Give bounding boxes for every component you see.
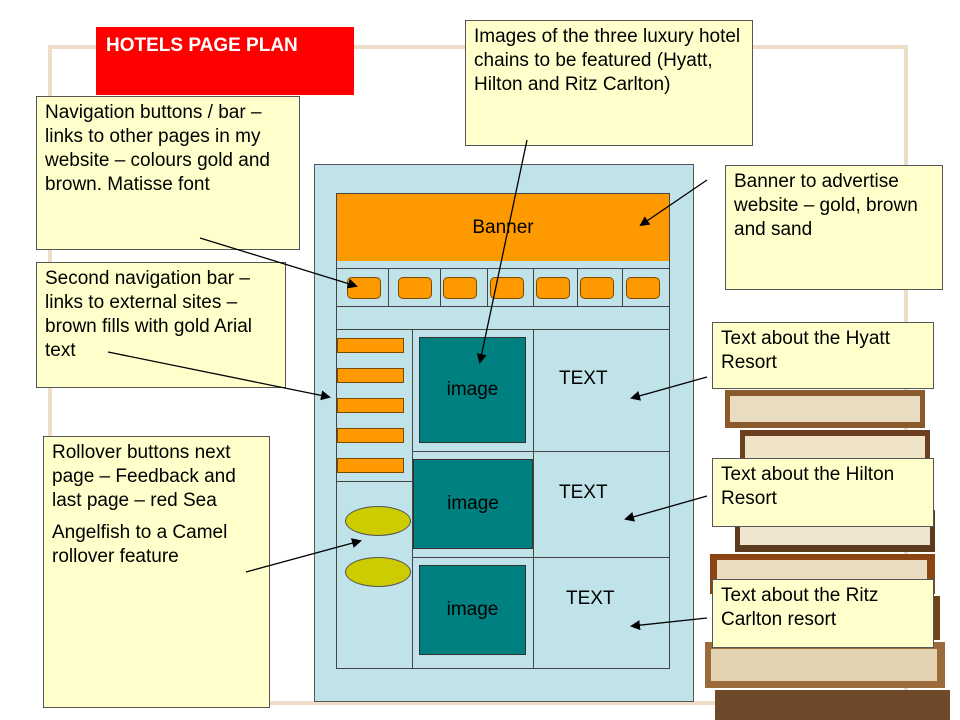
nav-button[interactable] <box>398 277 432 299</box>
image-label: image <box>446 599 499 620</box>
note-rollover-text-2: Angelfish to a Camel rollover feature <box>52 522 228 567</box>
hotel-image-hyatt: image <box>419 337 526 443</box>
nav-divider <box>487 268 488 306</box>
note-banner-text: Banner to advertise website – gold, brow… <box>734 171 918 240</box>
note-navigation-text: Navigation buttons / bar – links to othe… <box>45 102 270 195</box>
note-ritz: Text about the Ritz Carlton resort <box>712 579 934 648</box>
banner-label: Banner <box>472 216 534 238</box>
note-images: Images of the three luxury hotel chains … <box>465 20 753 146</box>
arrow-rollover <box>245 538 362 573</box>
rollover-button[interactable] <box>345 506 411 536</box>
side-nav-button[interactable] <box>337 428 404 443</box>
note-hilton-text: Text about the Hilton Resort <box>721 464 895 509</box>
arrow-second-navigation <box>107 351 331 401</box>
nav-divider <box>533 268 534 306</box>
image-label: image <box>447 493 499 514</box>
note-second-navigation: Second navigation bar – links to externa… <box>36 262 286 388</box>
row-divider <box>412 451 669 452</box>
nav-button[interactable] <box>580 277 614 299</box>
side-nav-button[interactable] <box>337 398 404 413</box>
nav-divider <box>388 268 389 306</box>
note-hyatt: Text about the Hyatt Resort <box>712 322 934 389</box>
note-rollover-text-1: Rollover buttons next page – Feedback an… <box>52 442 236 511</box>
row-divider <box>412 557 669 558</box>
note-second-navigation-text: Second navigation bar – links to externa… <box>45 268 252 361</box>
note-images-text: Images of the three luxury hotel chains … <box>474 26 741 95</box>
hotel-image-ritz: image <box>419 565 526 655</box>
rollover-button[interactable] <box>345 557 411 587</box>
side-nav-button[interactable] <box>337 458 404 473</box>
note-banner: Banner to advertise website – gold, brow… <box>725 165 943 290</box>
hotel-image-hilton: image <box>413 459 533 549</box>
arrow-hilton <box>624 495 708 522</box>
banner-block: Banner <box>337 194 669 261</box>
nav-bar-bottom-line <box>337 306 669 307</box>
arrow-ritz <box>630 617 708 631</box>
arrow-navigation <box>199 237 358 289</box>
nav-button[interactable] <box>536 277 570 299</box>
sidebar-divider <box>412 329 413 669</box>
text-block-hyatt: TEXT <box>559 368 608 389</box>
note-navigation: Navigation buttons / bar – links to othe… <box>36 96 300 250</box>
sidebar-section-line <box>337 481 412 482</box>
note-ritz-text: Text about the Ritz Carlton resort <box>721 585 879 630</box>
page-frame <box>336 193 670 669</box>
nav-divider <box>440 268 441 306</box>
side-nav-button[interactable] <box>337 368 404 383</box>
image-column-divider <box>533 329 534 669</box>
arrow-banner <box>639 179 708 227</box>
nav-button[interactable] <box>626 277 660 299</box>
note-hyatt-text: Text about the Hyatt Resort <box>721 328 890 373</box>
image-label: image <box>446 379 499 400</box>
nav-divider <box>622 268 623 306</box>
arrow-images <box>476 139 528 364</box>
page-title: HOTELS PAGE PLAN <box>96 27 354 95</box>
arrow-hyatt <box>630 376 708 401</box>
note-hilton: Text about the Hilton Resort <box>712 458 934 527</box>
nav-divider <box>577 268 578 306</box>
text-block-ritz: TEXT <box>566 588 615 609</box>
content-top-line <box>337 329 669 330</box>
text-block-hilton: TEXT <box>559 482 608 503</box>
nav-button[interactable] <box>490 277 524 299</box>
nav-bar-top-line <box>337 268 669 269</box>
note-rollover: Rollover buttons next page – Feedback an… <box>43 436 270 708</box>
side-nav-button[interactable] <box>337 338 404 353</box>
nav-button[interactable] <box>443 277 477 299</box>
